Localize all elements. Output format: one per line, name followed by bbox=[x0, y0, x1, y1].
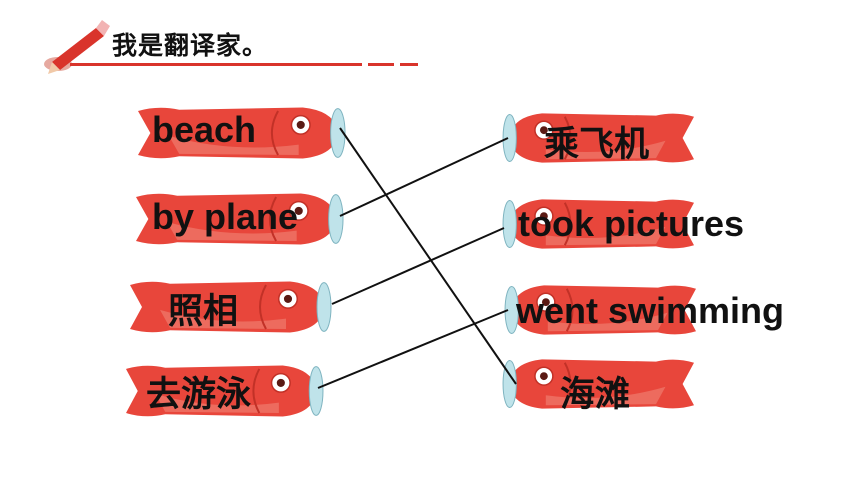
fish-gill bbox=[565, 288, 574, 332]
fish-pupil bbox=[283, 294, 293, 303]
fish-mouth bbox=[308, 366, 324, 416]
fish-belly bbox=[545, 140, 666, 160]
fish-gill bbox=[563, 202, 572, 246]
header-underline bbox=[70, 63, 362, 66]
fish-pupil bbox=[276, 378, 285, 387]
left-item-by-plane: by plane bbox=[152, 196, 299, 237]
fish-gill bbox=[563, 116, 572, 160]
right-item-beach: 海滩 bbox=[560, 375, 631, 415]
right-item-went-swimming: went swimming bbox=[516, 290, 785, 331]
left-item-beach: beach bbox=[152, 109, 257, 150]
fish-pupil bbox=[294, 206, 303, 215]
fish-pupil bbox=[539, 126, 548, 135]
fish-belly bbox=[166, 221, 297, 242]
fish-pupil bbox=[541, 298, 550, 307]
header-bar: 我是翻译家。 bbox=[0, 0, 860, 80]
fish-mouth bbox=[502, 199, 517, 249]
fish-gill bbox=[259, 284, 267, 330]
fish-mouth bbox=[502, 359, 517, 409]
right-item-by-plane: 乘飞机 bbox=[544, 125, 650, 165]
fish-belly bbox=[160, 309, 286, 330]
fish-belly bbox=[155, 393, 279, 414]
page-title: 我是翻译家。 bbox=[112, 31, 269, 60]
left-item-take-photos: 照相 bbox=[168, 292, 239, 332]
header-underline-dash bbox=[368, 63, 394, 66]
pencil-icon bbox=[44, 20, 110, 74]
fish-belly bbox=[547, 312, 668, 332]
carp-kite-icon bbox=[138, 107, 346, 159]
fish-gill bbox=[270, 110, 279, 156]
fish-mouth bbox=[330, 108, 346, 158]
fish-mouth bbox=[502, 113, 517, 163]
fish-gill bbox=[268, 196, 277, 242]
fish-mouth bbox=[328, 194, 344, 244]
right-item-took-pictures: took pictures bbox=[518, 203, 745, 244]
fish-belly bbox=[168, 135, 299, 156]
fish-gill bbox=[563, 362, 572, 406]
carp-kite-icon bbox=[502, 113, 694, 163]
fish-pupil bbox=[539, 372, 548, 381]
header-underline-dash bbox=[400, 63, 418, 66]
fish-pupil bbox=[539, 212, 548, 221]
fish-gill bbox=[252, 368, 261, 414]
fish-pupil bbox=[296, 120, 305, 129]
left-item-go-swimming: 去游泳 bbox=[146, 375, 252, 415]
fish-mouth bbox=[316, 282, 332, 332]
fish-belly bbox=[545, 386, 666, 406]
fish-belly bbox=[545, 226, 666, 246]
header-decoration bbox=[44, 20, 418, 74]
